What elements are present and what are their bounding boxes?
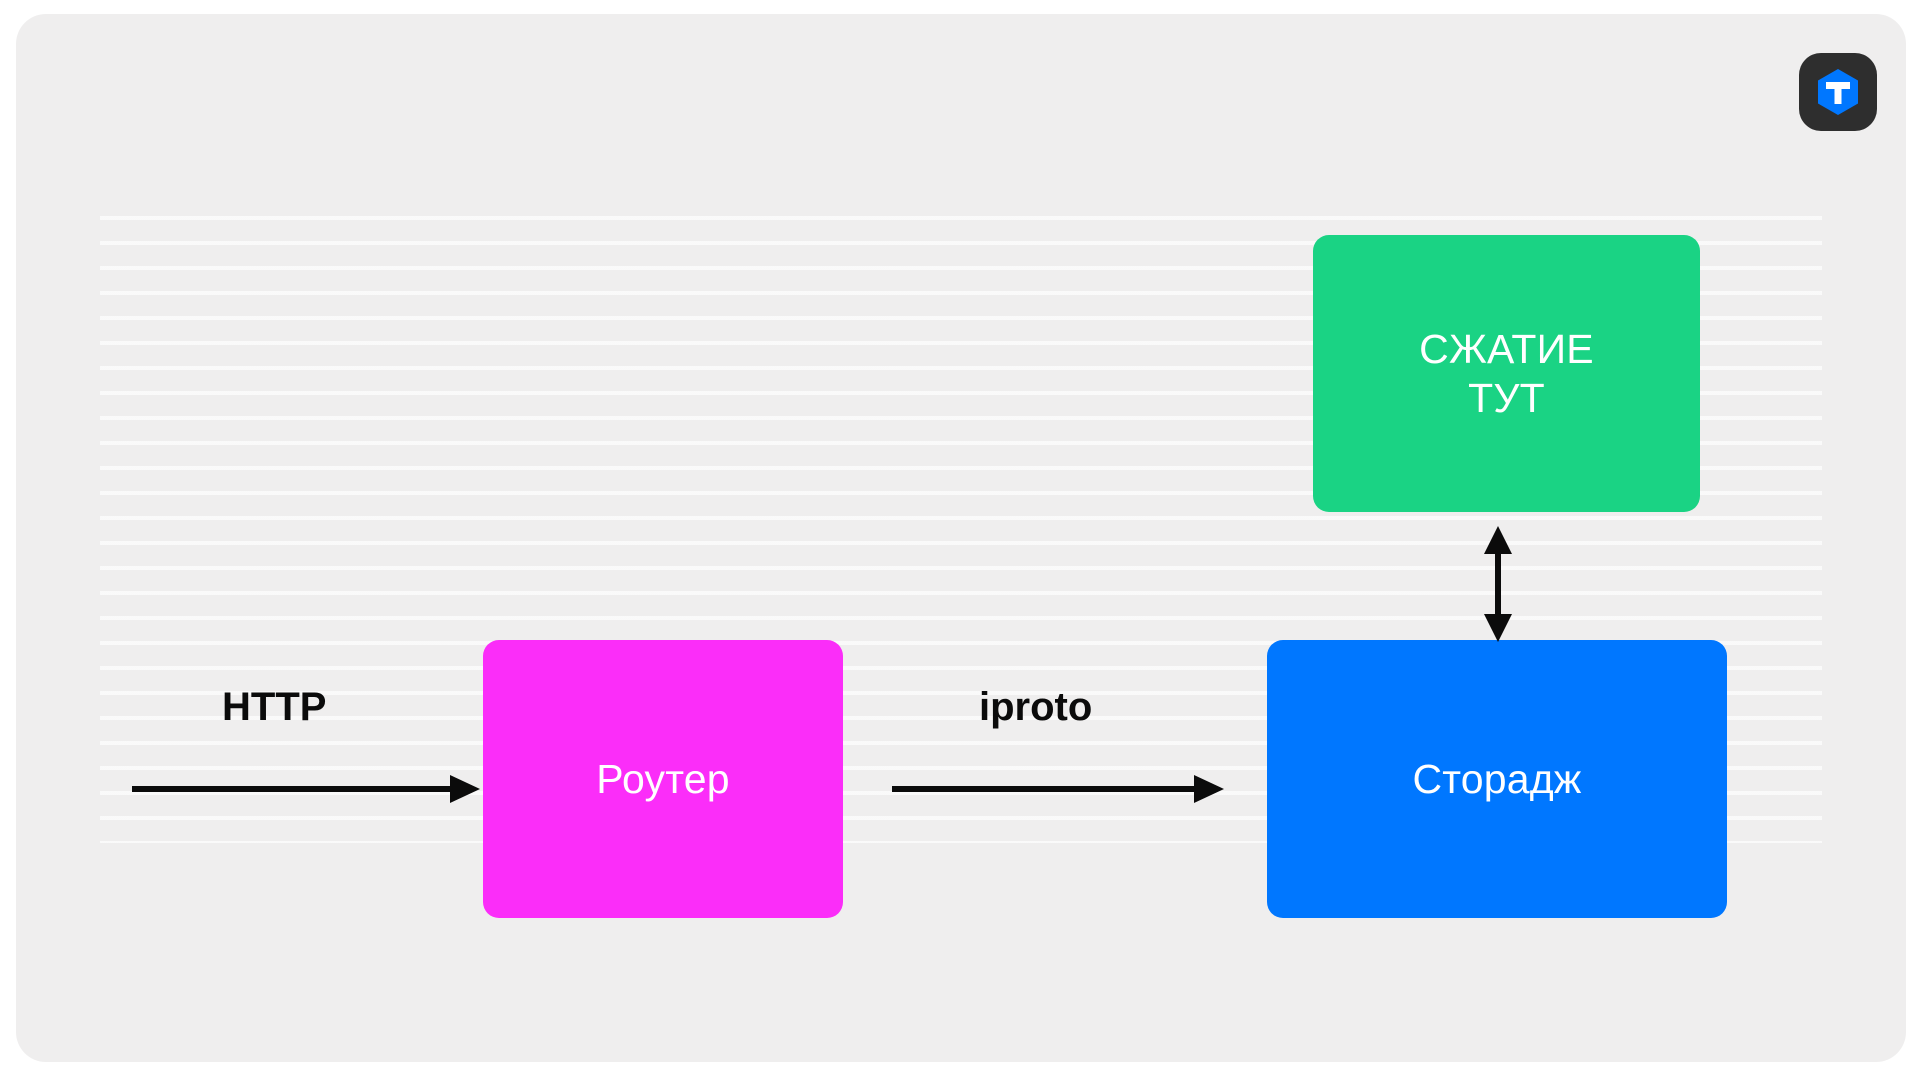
node-storage[interactable]: Сторадж xyxy=(1267,640,1727,918)
edge-label-http: HTTP xyxy=(222,685,327,729)
node-compression-label-line1: СЖАТИЕ xyxy=(1419,326,1594,373)
arrow-http-to-router xyxy=(132,775,480,803)
node-compression-label: СЖАТИЕ ТУТ xyxy=(1419,325,1594,422)
tarantool-logo-icon xyxy=(1799,53,1877,131)
node-storage-label: Сторадж xyxy=(1412,755,1582,802)
node-router[interactable]: Роутер xyxy=(483,640,843,918)
hexagon-t-icon xyxy=(1818,69,1858,115)
arrow-router-to-storage xyxy=(892,775,1224,803)
arrow-compression-to-storage xyxy=(1484,526,1512,642)
node-router-label: Роутер xyxy=(596,755,730,802)
edge-label-iproto: iproto xyxy=(979,685,1093,729)
node-compression[interactable]: СЖАТИЕ ТУТ xyxy=(1313,235,1700,512)
node-compression-label-line2: ТУТ xyxy=(1468,374,1545,421)
diagram-canvas: СЖАТИЕ ТУТ Роутер Сторадж HTTP iproto xyxy=(16,14,1906,1062)
